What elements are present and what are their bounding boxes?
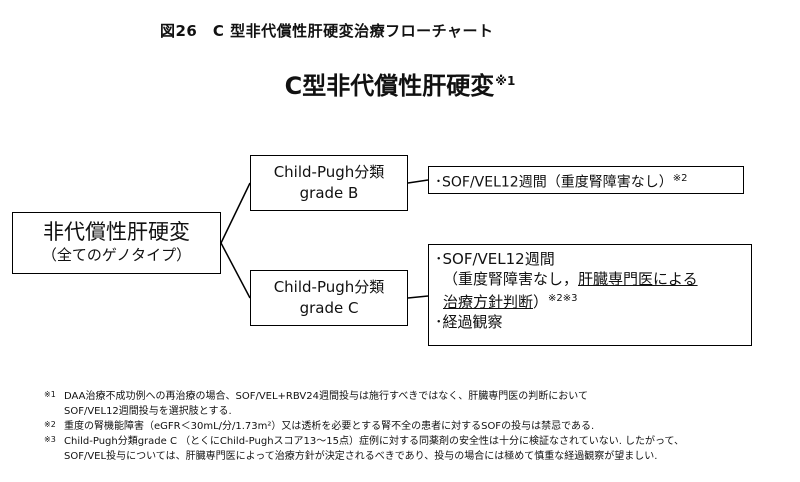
title-note-mark: ※1 (495, 74, 516, 88)
grade-c-result-condition-cont: 治療方針判断）※2※3 (435, 289, 751, 312)
footnote-2-mark: ※2 (44, 420, 56, 429)
title-text: C型非代償性肝硬変 (284, 72, 495, 100)
grade-c-result-condition: （重度腎障害なし，肝臓専門医による (435, 269, 751, 289)
footnote-2: ※2 重度の腎機能障害（eGFR＜30mL/分/1.73m²）又は透析を必要とす… (44, 419, 784, 434)
condition-underline-2: 治療方針判断 (443, 293, 534, 311)
condition-close: ） (533, 293, 549, 311)
grade-b-result: ･SOF/VEL12週間（重度腎障害なし）※2 (428, 166, 744, 194)
footnote-2-text: 重度の腎機能障害（eGFR＜30mL/分/1.73m²）又は透析を必要とする腎不… (64, 421, 595, 432)
footnote-3-continued: SOF/VEL投与については、肝臓専門医によって治療方針が決定されるべきであり、… (64, 451, 658, 462)
grade-c-grade: grade C (299, 299, 359, 317)
footnote-3: ※3 Child-Pugh分類grade C （とくにChild-Pughスコア… (44, 434, 784, 449)
footnote-3-mark: ※3 (44, 435, 56, 444)
grade-c-result-mark: ※2※3 (548, 293, 578, 304)
footnote-1: ※1 DAA治療不成功例への再治療の場合、SOF/VEL+RBV24週間投与は施… (44, 389, 784, 404)
grade-c-result-item2: ･経過観察 (435, 313, 503, 331)
condition-underline-1: 肝臓専門医による (578, 270, 698, 288)
grade-c-result: ･SOF/VEL12週間 （重度腎障害なし，肝臓専門医による 治療方針判断）※2… (428, 244, 752, 346)
connector-grade-b-to-result (407, 179, 429, 184)
grade-c-node: Child-Pugh分類 grade C (250, 270, 408, 326)
footnote-1-text: DAA治療不成功例への再治療の場合、SOF/VEL+RBV24週間投与は施行すべ… (64, 391, 588, 402)
footnote-1-continued: SOF/VEL12週間投与を選択肢とする. (64, 406, 232, 417)
grade-c-classification: Child-Pugh分類 (273, 278, 385, 296)
grade-b-result-mark: ※2 (672, 173, 688, 184)
condition-open: （重度腎障害なし， (443, 270, 579, 288)
footnote-3-text: Child-Pugh分類grade C （とくにChild-Pughスコア13～… (64, 436, 685, 447)
grade-b-classification: Child-Pugh分類 (273, 163, 385, 181)
grade-b-grade: grade B (299, 184, 359, 202)
page-title: C型非代償性肝硬変※1 (0, 66, 800, 101)
connector-grade-c-to-result (407, 295, 429, 299)
grade-b-node: Child-Pugh分類 grade B (250, 155, 408, 211)
connector-root-to-grade-b (220, 182, 251, 244)
root-node-sublabel: （全てのゲノタイプ） (41, 246, 192, 264)
footnotes: ※1 DAA治療不成功例への再治療の場合、SOF/VEL+RBV24週間投与は施… (44, 389, 784, 464)
grade-b-result-text: ･SOF/VEL12週間（重度腎障害なし） (435, 174, 673, 191)
root-node: 非代償性肝硬変 （全てのゲノタイプ） (12, 212, 221, 274)
connector-root-to-grade-c (220, 242, 251, 299)
root-node-label: 非代償性肝硬変 (43, 220, 190, 244)
figure-caption: 図26 C 型非代償性肝硬変治療フローチャート (160, 22, 494, 40)
grade-c-result-item1: ･SOF/VEL12週間 (435, 250, 555, 268)
footnote-1-mark: ※1 (44, 390, 56, 399)
